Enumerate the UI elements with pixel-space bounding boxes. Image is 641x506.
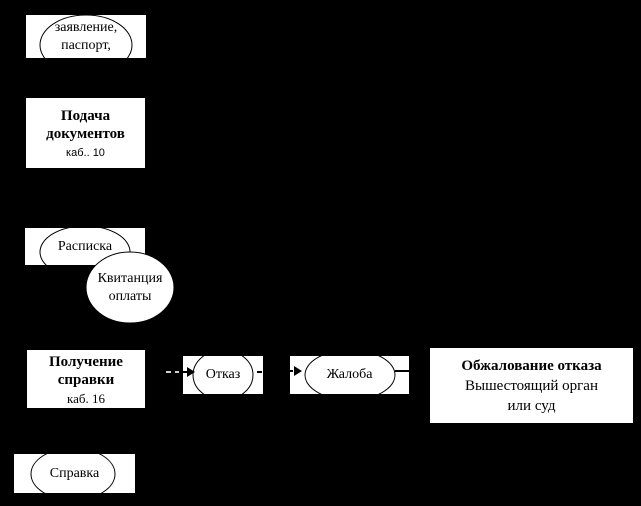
node-receipt: Расписка [25,228,145,265]
arrow-icon [183,367,195,377]
connector-dash [257,371,262,373]
node-obtain-certificate: Получение справки каб. 16 [27,350,145,408]
node-label: Вышестоящий орган [465,377,598,394]
ellipse-shape [85,251,175,324]
ellipse-outline [304,356,396,394]
room-label: каб.. 10 [66,146,105,159]
node-title: документов [46,125,125,142]
node-complaint: Жалоба [290,356,409,394]
node-label: Отказ [205,367,241,382]
node-payment-receipt: Квитанция оплаты [85,251,175,324]
node-label: оплаты [108,288,152,304]
ellipse-outline [192,356,254,394]
connector-line [395,370,409,372]
node-application-documents: заявление, паспорт, [26,15,146,58]
connector-dash [175,371,179,373]
node-title: справки [57,371,115,388]
node-label: Справка [49,465,100,481]
node-refusal: Отказ [183,356,263,394]
node-certificate: Справка [14,454,135,493]
node-label: паспорт, [61,37,111,53]
room-label: каб. 16 [66,390,105,406]
arrow-icon [289,366,302,376]
connector-dash [166,371,171,373]
ellipse-outline [30,454,116,493]
node-title: Получение [49,353,123,370]
ellipse-outline [39,15,133,58]
node-title: Подача [60,107,111,124]
node-label: Жалоба [326,367,373,382]
node-label: Расписка [57,238,113,254]
node-label: или суд [507,397,556,414]
node-label: Квитанция [97,270,163,286]
node-title: Обжалование отказа [461,357,602,374]
node-label: заявление, [54,19,118,35]
node-appeal: Обжалование отказа Вышестоящий орган или… [430,348,633,423]
node-document-submission: Подача документов каб.. 10 [26,98,145,168]
